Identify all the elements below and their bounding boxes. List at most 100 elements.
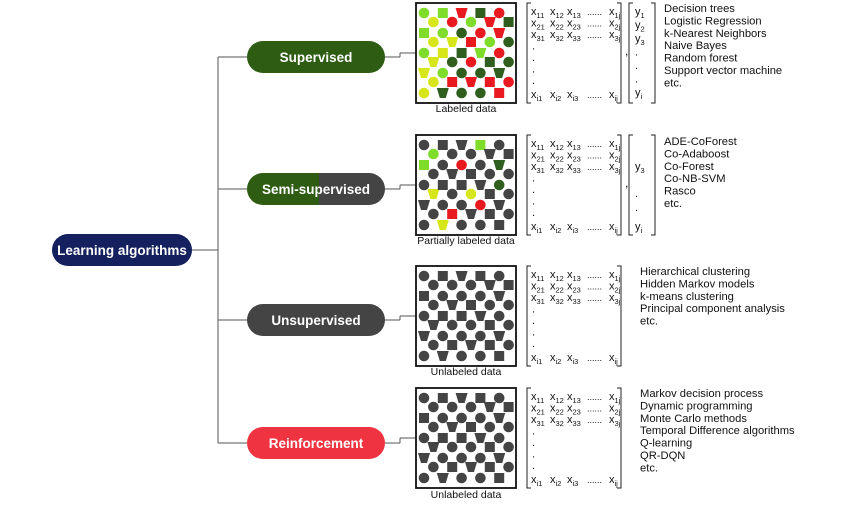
matrix-cell: xij xyxy=(609,221,618,235)
supervised-data-points xyxy=(418,7,514,99)
matrix-cell: ...... xyxy=(587,475,602,485)
root-label: Learning algorithms xyxy=(57,243,187,258)
matrix-cell: x23 xyxy=(567,150,581,164)
matrix-cell: xi1 xyxy=(531,474,542,488)
matrix-dot: . xyxy=(532,173,535,185)
matrix-cell: x3j xyxy=(609,161,621,175)
matrix-cell: x11 xyxy=(531,269,544,283)
semi-supervised-data-points xyxy=(418,139,514,231)
matrix-cell: xi2 xyxy=(550,221,561,235)
algorithm-item: Principal component analysis xyxy=(640,303,785,315)
matrix-cell: ...... xyxy=(587,222,602,232)
matrix-cell: x1j xyxy=(609,269,621,283)
matrix-dot: . xyxy=(532,184,535,196)
matrix-cell: x21 xyxy=(531,18,545,32)
svg-text:,: , xyxy=(625,176,628,190)
matrix-cell: ...... xyxy=(587,19,602,29)
matrix-cell: x13 xyxy=(567,391,581,405)
matrix-cell: x22 xyxy=(550,403,564,417)
supervised-label: Supervised xyxy=(280,50,353,65)
label-entry: y3 xyxy=(635,33,645,47)
matrix-cell: x11 xyxy=(531,138,544,152)
matrix-cell: x21 xyxy=(531,281,545,295)
matrix-cell: xi3 xyxy=(567,89,578,103)
unsupervised-data-panel xyxy=(415,265,517,367)
label-entry: . xyxy=(635,202,638,214)
matrix-cell: x13 xyxy=(567,138,581,152)
label-entry: y1 xyxy=(635,6,645,20)
matrix-cell: ...... xyxy=(587,404,602,414)
matrix-cell: x33 xyxy=(567,29,581,43)
algorithm-item: Decision trees xyxy=(664,3,735,15)
matrix-cell: ...... xyxy=(587,162,602,172)
matrix-cell: xi3 xyxy=(567,352,578,366)
matrix-cell: x32 xyxy=(550,292,564,306)
matrix-cell: x32 xyxy=(550,161,564,175)
matrix-cell: x31 xyxy=(531,292,545,306)
matrix-cell: ...... xyxy=(587,392,602,402)
matrix-cell: x3j xyxy=(609,29,621,43)
matrix-cell: xi3 xyxy=(567,474,578,488)
matrix-cell: ...... xyxy=(587,7,602,17)
matrix-cell: xij xyxy=(609,474,618,488)
matrix-cell: x1j xyxy=(609,6,621,20)
matrix-cell: x2j xyxy=(609,403,621,417)
matrix-cell: x2j xyxy=(609,281,621,295)
matrix-cell: xi2 xyxy=(550,474,561,488)
root-pill xyxy=(52,234,192,266)
matrix-cell: x33 xyxy=(567,414,581,428)
matrix-cell: x21 xyxy=(531,150,545,164)
matrix-cell: x22 xyxy=(550,18,564,32)
matrix-cell: x13 xyxy=(567,269,581,283)
unsupervised-data-points xyxy=(418,270,514,362)
matrix-cell: x23 xyxy=(567,281,581,295)
algorithm-item: Markov decision process xyxy=(640,388,764,400)
matrix-cell: xi1 xyxy=(531,221,542,235)
matrix-cell: x32 xyxy=(550,29,564,43)
matrix-dot: . xyxy=(532,207,535,219)
label-entry: . xyxy=(635,47,638,59)
tree-connectors xyxy=(192,52,416,444)
matrix-cell: ...... xyxy=(587,293,602,303)
semi-supervised-pill: Semi-supervised xyxy=(247,173,385,205)
matrix-cell: x31 xyxy=(531,161,545,175)
algorithm-item: Monte Carlo methods xyxy=(640,413,747,425)
unsupervised-pill: Unsupervised xyxy=(247,304,385,336)
matrix-cell: x33 xyxy=(567,292,581,306)
matrix-dot: . xyxy=(532,41,535,53)
supervised-pill: Supervised xyxy=(247,41,385,73)
matrix-dot: . xyxy=(532,426,535,438)
algorithm-item: etc. xyxy=(664,77,682,89)
matrix-cell: x1j xyxy=(609,391,621,405)
matrix-cell: ...... xyxy=(587,282,602,292)
matrix-dot: . xyxy=(532,449,535,461)
matrix-cell: ...... xyxy=(587,270,602,280)
matrix-cell: x2j xyxy=(609,18,621,32)
matrix-cell: x33 xyxy=(567,161,581,175)
matrix-dot: . xyxy=(532,75,535,87)
matrix-cell: x2j xyxy=(609,150,621,164)
matrix-cell: x13 xyxy=(567,6,581,20)
matrix-dot: . xyxy=(532,460,535,472)
matrix-dot: . xyxy=(532,315,535,327)
algorithm-item: Rasco xyxy=(664,186,696,198)
label-entry: . xyxy=(635,188,638,200)
matrix-dot: . xyxy=(532,327,535,339)
algorithm-item: Logistic Regression xyxy=(664,15,762,27)
matrix-cell: x21 xyxy=(531,403,545,417)
root-node: Learning algorithms xyxy=(52,234,192,266)
semi-supervised-data-panel xyxy=(415,134,517,236)
matrix-cell: xij xyxy=(609,352,618,366)
matrix-cell: x1j xyxy=(609,138,621,152)
matrix-cell: x12 xyxy=(550,269,564,283)
supervised-data-panel xyxy=(415,2,517,104)
matrix-cell: x12 xyxy=(550,391,564,405)
